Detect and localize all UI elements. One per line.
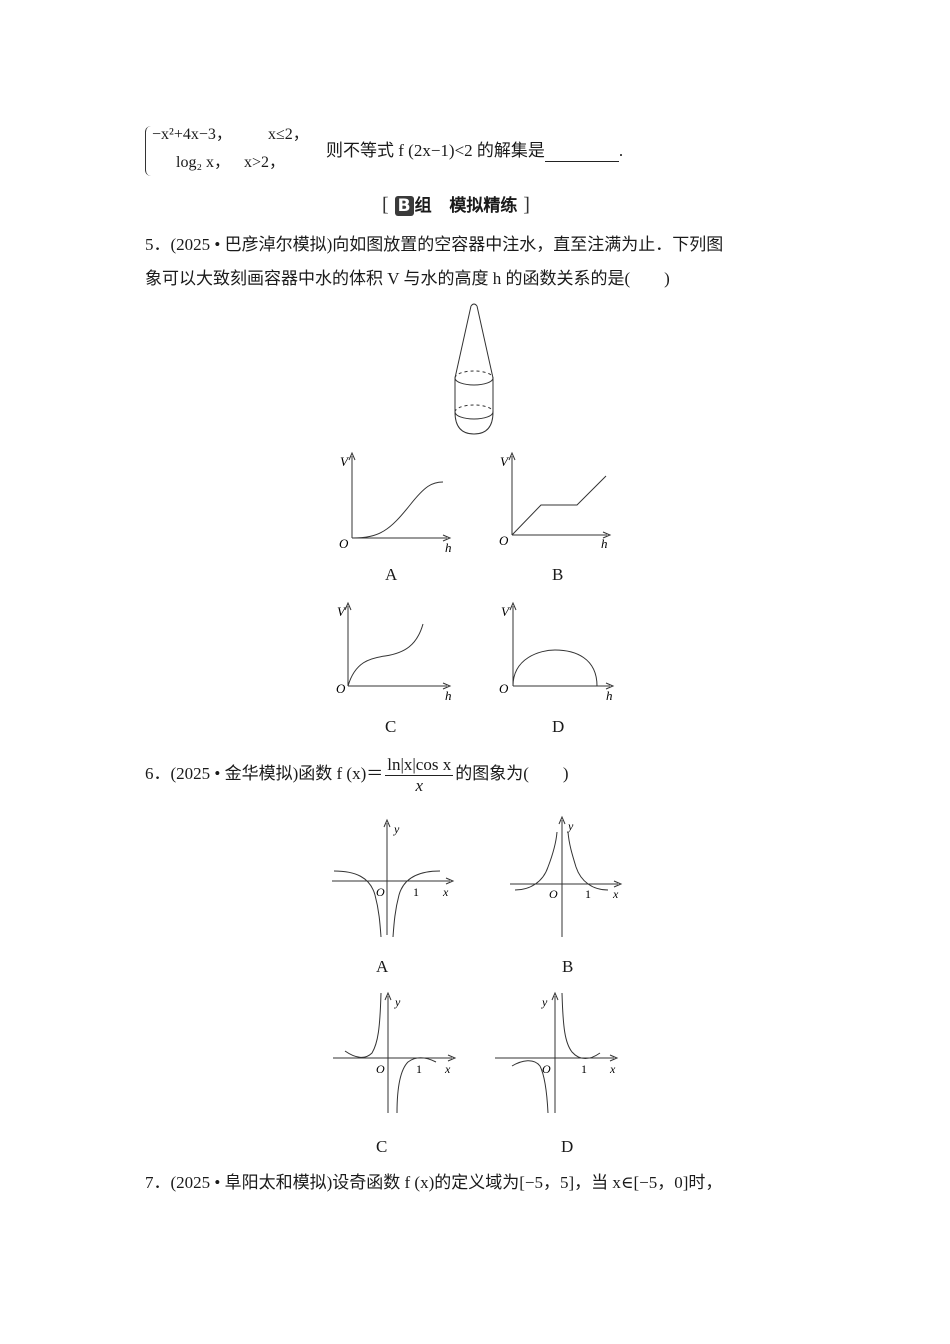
- q5-line2: 象可以大致刻画容器中水的体积 V 与水的高度 h 的函数关系的是( ): [145, 269, 670, 288]
- q6-option-d-graph: y O 1 x: [495, 991, 619, 1114]
- container-figure: [454, 303, 494, 435]
- right-bracket: ]: [523, 194, 530, 216]
- piecewise-brace: [145, 126, 152, 176]
- q6-option-a-label[interactable]: A: [376, 957, 389, 976]
- q6-option-d-label[interactable]: D: [561, 1137, 574, 1156]
- x-axis-label: h: [445, 688, 452, 703]
- piece1-expr: −x²+4x−3，: [152, 126, 232, 143]
- origin-label: O: [549, 887, 558, 901]
- q5-option-d-graph: V O h: [499, 601, 615, 703]
- piece2-cond: x>2，: [244, 154, 286, 171]
- tick-label: 1: [581, 1062, 587, 1076]
- y-axis-label: V: [500, 454, 510, 469]
- origin-label: O: [499, 533, 509, 548]
- prev-question-text: 则不等式 f (2x−1)<2 的解集是.: [326, 140, 623, 162]
- prev-question: 则不等式 f (2x−1)<2 的解集是: [326, 141, 545, 160]
- q6-suffix: 的图象为( ): [455, 764, 569, 783]
- q5-option-c-graph: V O h: [336, 601, 452, 703]
- q6-option-c-graph: y O 1 x: [333, 991, 457, 1114]
- q5-option-b-label[interactable]: B: [552, 565, 564, 584]
- y-axis-label: y: [394, 995, 401, 1009]
- y-axis-label: y: [567, 819, 574, 833]
- origin-label: O: [376, 1062, 385, 1076]
- group-label: 组: [414, 196, 432, 216]
- q6-prefix: 6．(2025 • 金华模拟)函数 f (x)＝: [145, 764, 384, 783]
- group-badge: B: [394, 196, 414, 216]
- x-axis-label: h: [445, 540, 452, 555]
- x-axis-label: h: [601, 536, 608, 551]
- y-axis-label: V: [340, 454, 350, 469]
- q5-option-b-graph: V O h: [499, 451, 612, 551]
- tick-label: 1: [413, 885, 419, 899]
- q5-option-a-label[interactable]: A: [385, 565, 398, 584]
- q5-option-d-label[interactable]: D: [552, 717, 565, 736]
- y-axis-label: V: [337, 604, 347, 619]
- piece2-expr: log₂ x，: [176, 154, 231, 171]
- q6-option-a-graph: y O 1 x: [332, 818, 455, 938]
- origin-label: O: [336, 681, 346, 696]
- q7-line1: 7．(2025 • 阜阳太和模拟)设奇函数 f (x)的定义域为[−5，5]，当…: [145, 1173, 723, 1192]
- y-axis-label: V: [501, 604, 511, 619]
- q6-option-b-graph: y O 1 x: [510, 815, 623, 937]
- x-axis-label: x: [444, 1062, 451, 1076]
- prev-question-end: .: [618, 141, 624, 160]
- q5-line1: 5．(2025 • 巴彦淖尔模拟)向如图放置的空容器中注水，直至注满为止．下列图: [145, 235, 724, 254]
- tick-label: 1: [416, 1062, 422, 1076]
- left-bracket: [: [382, 194, 389, 216]
- x-axis-label: h: [606, 688, 613, 703]
- origin-label: O: [499, 681, 509, 696]
- q6-option-b-label[interactable]: B: [562, 957, 574, 976]
- tick-label: 1: [585, 887, 591, 901]
- y-axis-label: y: [541, 995, 548, 1009]
- answer-blank[interactable]: [544, 145, 619, 162]
- section-title: 模拟精练: [449, 196, 518, 216]
- q6-numerator: ln|x|cos x: [385, 754, 454, 776]
- x-axis-label: x: [442, 885, 449, 899]
- q5-option-c-label[interactable]: C: [385, 717, 397, 736]
- origin-label: O: [376, 885, 385, 899]
- piece1-cond: x≤2，: [268, 126, 309, 143]
- x-axis-label: x: [612, 887, 619, 901]
- y-axis-label: y: [393, 822, 400, 836]
- origin-label: O: [339, 536, 349, 551]
- x-axis-label: x: [609, 1062, 616, 1076]
- q6-denominator: x: [415, 775, 424, 795]
- q5-option-a-graph: V O h: [339, 451, 452, 555]
- q6-option-c-label[interactable]: C: [376, 1137, 388, 1156]
- origin-label: O: [542, 1062, 551, 1076]
